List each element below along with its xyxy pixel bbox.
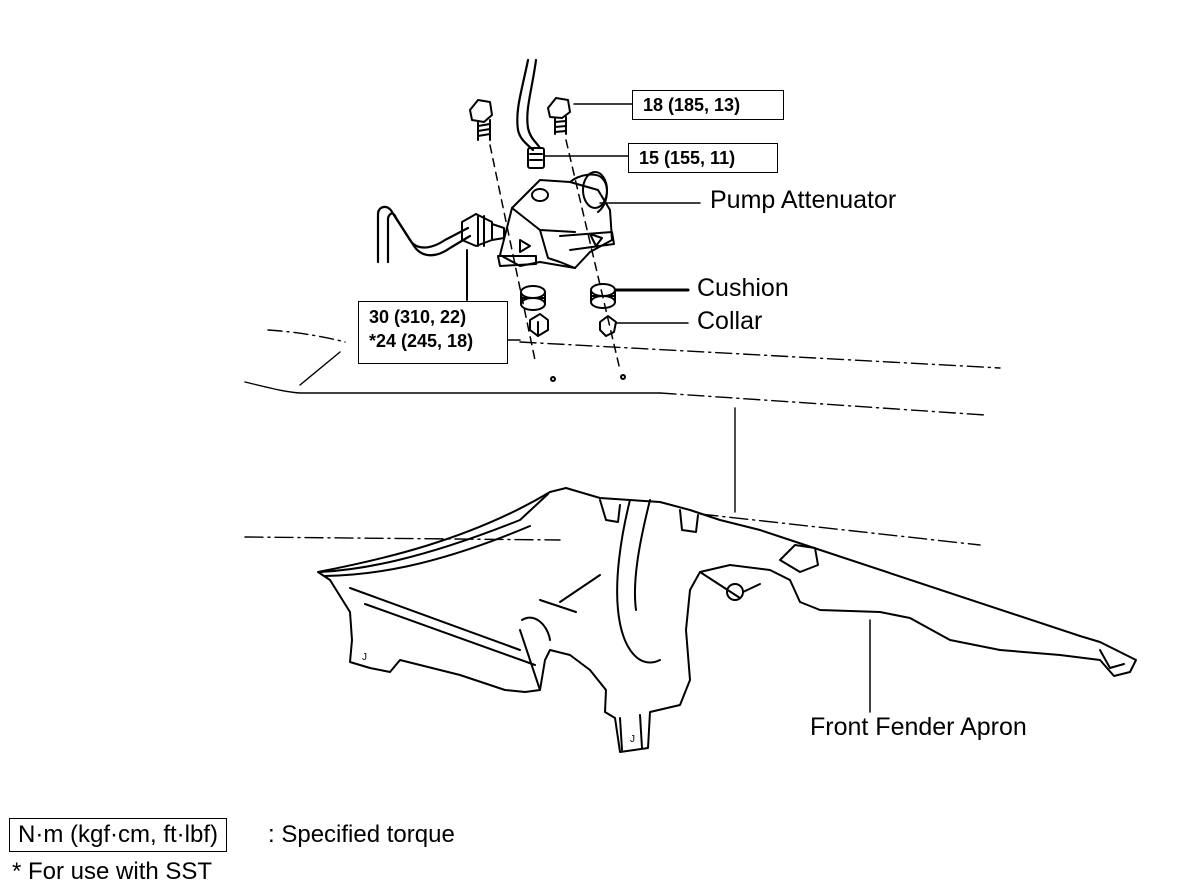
legend-sst-note: * For use with SST <box>12 858 213 885</box>
mark-tab: J <box>630 734 635 745</box>
upper-bolt-right <box>547 97 621 371</box>
body-reference-lines <box>244 329 1001 546</box>
torque-spec-union-bolt: 15 (155, 11) <box>628 143 778 173</box>
cushion-left <box>520 285 546 311</box>
leader-lines <box>504 103 871 713</box>
hose-lines <box>376 58 542 264</box>
front-fender-apron <box>317 487 1137 753</box>
collar-right <box>599 315 617 337</box>
torque-spec-pressure-line: 30 (310, 22) *24 (245, 18) <box>358 301 508 364</box>
label-pump-attenuator: Pump Attenuator <box>710 186 897 214</box>
legend-unit-description: : Specified torque <box>268 821 455 848</box>
pressure-line-fitting <box>461 213 505 301</box>
pump-attenuator <box>497 171 615 269</box>
union-bolt <box>527 147 545 169</box>
label-cushion: Cushion <box>697 274 789 302</box>
label-front-fender-apron: Front Fender Apron <box>810 713 1027 741</box>
legend-unit-box: N·m (kgf·cm, ft·lbf) <box>9 818 227 852</box>
torque-spec-upper-bolt: 18 (185, 13) <box>632 90 784 120</box>
cushion-right <box>590 283 616 309</box>
upper-bolt-left <box>469 99 536 361</box>
mount-hole-right <box>620 374 626 380</box>
collar-left <box>529 313 549 337</box>
torque-spec-pressure-line-primary: 30 (310, 22) <box>369 307 467 327</box>
label-collar: Collar <box>697 307 763 335</box>
mount-hole-left <box>550 376 556 382</box>
torque-spec-pressure-line-sst: *24 (245, 18) <box>369 331 474 351</box>
mark-left-flap: J <box>362 652 367 663</box>
